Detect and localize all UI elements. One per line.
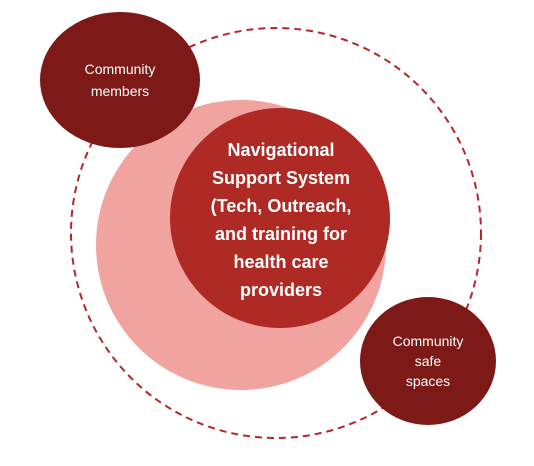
community-safe-spaces-label: Community safe spaces xyxy=(392,333,464,389)
center-circle xyxy=(170,108,390,328)
community-members-circle xyxy=(40,12,200,148)
community-members-label: Community members xyxy=(84,61,156,99)
dashed-outer-ring xyxy=(70,27,482,439)
community-safe-spaces-circle xyxy=(360,297,496,425)
center-node-label: Navigational Support System (Tech, Outre… xyxy=(210,140,352,300)
